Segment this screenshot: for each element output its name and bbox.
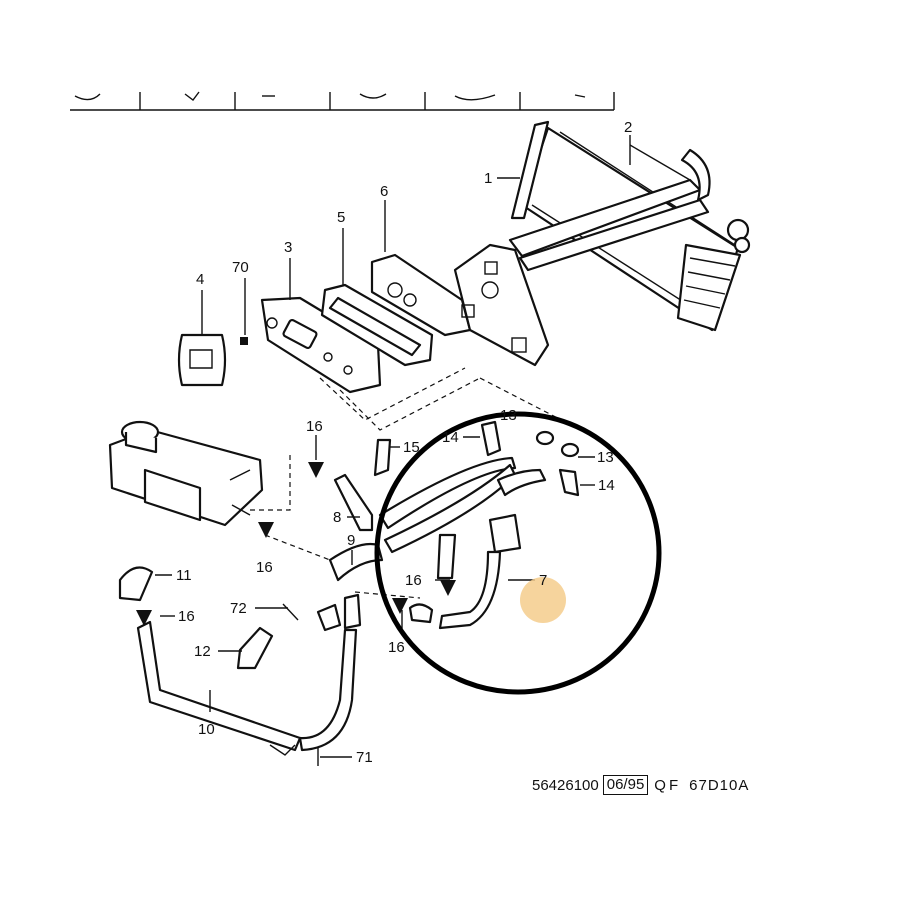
callout-1: 1 xyxy=(484,170,492,187)
ref-number: 56426100 xyxy=(532,776,599,794)
callout-11: 11 xyxy=(176,567,192,584)
clip-70 xyxy=(240,337,248,345)
date-code: 06/95 xyxy=(602,775,649,795)
heater-matrix xyxy=(508,120,751,332)
gasket-stack xyxy=(260,243,550,394)
callout-15: 15 xyxy=(403,439,420,456)
callout-13-top: 13 xyxy=(500,407,517,424)
leader-lines xyxy=(155,135,691,766)
grommet-4 xyxy=(177,333,227,387)
callout-5: 5 xyxy=(337,209,345,226)
callout-72: 72 xyxy=(230,600,247,617)
callout-16-bottom: 16 xyxy=(388,639,405,656)
callout-16-left: 16 xyxy=(178,608,195,625)
highlight-circle xyxy=(374,411,662,695)
callout-70: 70 xyxy=(232,259,249,276)
assembly-lines xyxy=(250,367,611,599)
diagram-footer: 56426100 06/95 QF 67D10A xyxy=(532,772,749,798)
callout-2: 2 xyxy=(624,119,632,136)
callout-6: 6 xyxy=(380,183,388,200)
expansion-tank xyxy=(108,420,264,527)
hose-assembly xyxy=(328,420,580,630)
callout-7: 7 xyxy=(539,572,547,589)
callout-16-top: 16 xyxy=(306,418,323,435)
callout-8: 8 xyxy=(333,509,341,526)
arrow-markers xyxy=(136,462,456,626)
callout-4: 4 xyxy=(196,271,204,288)
callout-13: 13 xyxy=(597,449,614,466)
callout-9: 9 xyxy=(347,532,355,549)
callout-10: 10 xyxy=(198,721,215,738)
header-strip xyxy=(70,91,615,111)
callout-labels: 1 2 3 4 5 6 70 16 15 14 13 14 8 9 16 11 … xyxy=(176,119,632,766)
code-b: 67D10A xyxy=(689,776,750,794)
callout-3: 3 xyxy=(284,239,292,256)
lower-pipe xyxy=(118,566,362,756)
callout-12: 12 xyxy=(194,643,211,660)
callout-14-right: 14 xyxy=(598,477,615,494)
callout-14-left: 14 xyxy=(442,429,459,446)
code-a: QF xyxy=(654,776,682,794)
callout-71: 71 xyxy=(356,749,373,766)
callout-16-circle: 16 xyxy=(405,572,422,589)
callout-16-mid: 16 xyxy=(256,559,273,576)
highlight-dot xyxy=(520,577,566,623)
